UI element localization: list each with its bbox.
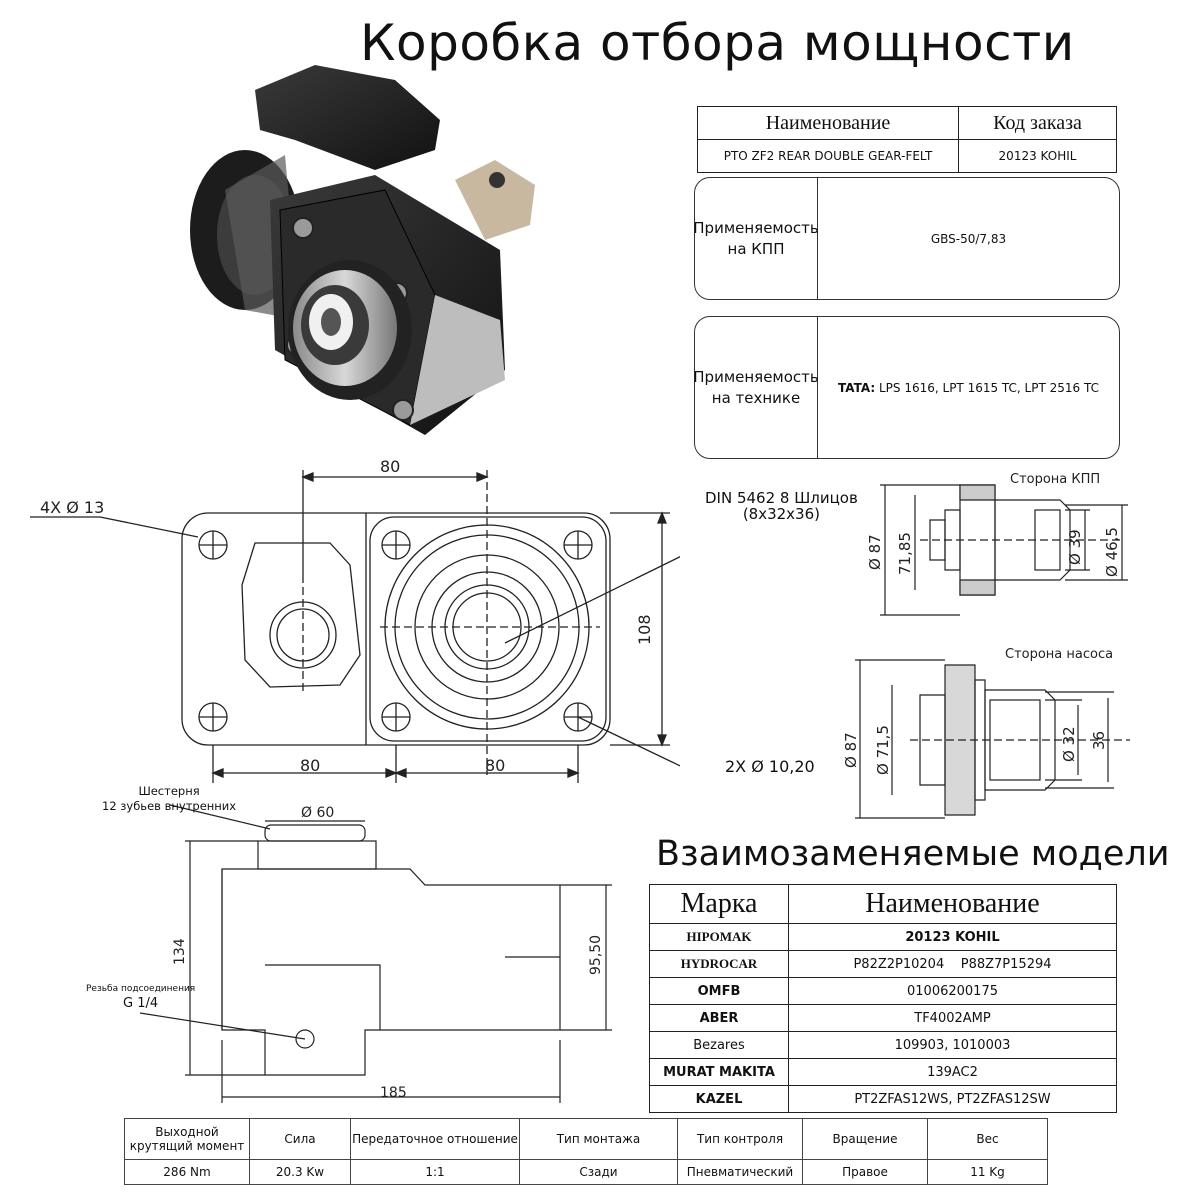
gearbox-d39: Ø 39 xyxy=(1066,529,1084,565)
spec-weight: 11 Kg xyxy=(927,1159,1048,1185)
interchangeable-header-brand: Марка xyxy=(649,884,789,924)
gearbox-d7185: 71,85 xyxy=(896,532,914,575)
spec-torque: 286 Nm xyxy=(124,1159,250,1185)
spec-header-mount: Тип монтажа xyxy=(519,1118,678,1160)
dim-9550: 95,50 xyxy=(588,935,604,975)
spec-power: 20.3 Kw xyxy=(249,1159,351,1185)
vehicle-applicability-value: TATA: LPS 1616, LPT 1615 TC, LPT 2516 TC xyxy=(837,380,1099,395)
spec-header-power: Сила xyxy=(249,1118,351,1160)
gearbox-d465: Ø 46,5 xyxy=(1103,527,1121,577)
holes-large-label: 4X Ø 13 xyxy=(40,498,104,517)
gearbox-applicability-value: GBS-50/7,83 xyxy=(930,231,1007,246)
holes-small-label: 2X Ø 10,20 xyxy=(725,757,815,776)
spline-label: DIN 5462 8 Шлицов (8x32x36) xyxy=(705,489,858,523)
gearbox-side-drawing: Сторона КПП Ø 87 71,85 Ø 39 Ø 46,5 xyxy=(866,472,1128,616)
order-code: 20123 KOHIL xyxy=(958,139,1117,173)
spec-header-rotation: Вращение xyxy=(802,1118,928,1160)
front-view-drawing: 80 80 80 108 4X Ø 13 xyxy=(30,457,680,783)
order-header-code: Код заказа xyxy=(958,106,1117,140)
pump-d715: Ø 71,5 xyxy=(874,725,892,775)
pto-3d-render xyxy=(190,65,535,435)
dim-134: 134 xyxy=(172,938,188,965)
spec-header-weight: Вес xyxy=(927,1118,1048,1160)
spec-header-control: Тип контроля xyxy=(677,1118,803,1160)
gearbox-d87: Ø 87 xyxy=(866,534,884,570)
spec-control: Пневматический xyxy=(677,1159,803,1185)
pump-d32: Ø 32 xyxy=(1060,726,1078,762)
gear-label: Шестерня 12 зубьев внутренних xyxy=(102,784,237,813)
order-header-name: Наименование xyxy=(697,106,959,140)
pump-side-drawing: Сторона насоса Ø 87 Ø 71,5 Ø 32 36 xyxy=(842,647,1130,819)
spec-rotation: Правое xyxy=(802,1159,928,1185)
dim-d60: Ø 60 xyxy=(301,805,334,821)
gearbox-side-label: Сторона КПП xyxy=(1010,472,1100,487)
dim-height-108: 108 xyxy=(635,614,654,645)
dim-top-80: 80 xyxy=(380,457,400,476)
dim-185: 185 xyxy=(380,1085,407,1101)
page-title: Коробка отбора мощности xyxy=(360,14,1075,72)
pump-side-label: Сторона насоса xyxy=(1005,647,1113,662)
dim-bottom-right-80: 80 xyxy=(485,756,505,775)
spec-mount: Сзади xyxy=(519,1159,678,1185)
bolt-holes xyxy=(198,530,593,732)
interchangeable-header-name: Наименование xyxy=(788,884,1117,924)
product-name: PTO ZF2 REAR DOUBLE GEAR-FELT xyxy=(697,139,959,173)
spec-ratio: 1:1 xyxy=(350,1159,520,1185)
pump-d36: 36 xyxy=(1090,731,1108,750)
spec-header-ratio: Передаточное отношение xyxy=(350,1118,520,1160)
side-view-drawing: Ø 60 134 95,50 185 xyxy=(139,804,612,1103)
dim-bottom-left-80: 80 xyxy=(300,756,320,775)
interchangeable-title: Взаимозаменяемые модели xyxy=(656,834,1170,874)
pump-d87: Ø 87 xyxy=(842,732,860,768)
thread-label: Резьба подсоединения G 1/4 xyxy=(86,984,196,1011)
spec-header-torque: Выходной крутящий момент xyxy=(124,1118,250,1160)
order-table: Наименование Код заказа PTO ZF2 REAR DOU… xyxy=(697,106,1117,173)
specs-table: Выходной крутящий момент Сила Передаточн… xyxy=(124,1118,1048,1185)
